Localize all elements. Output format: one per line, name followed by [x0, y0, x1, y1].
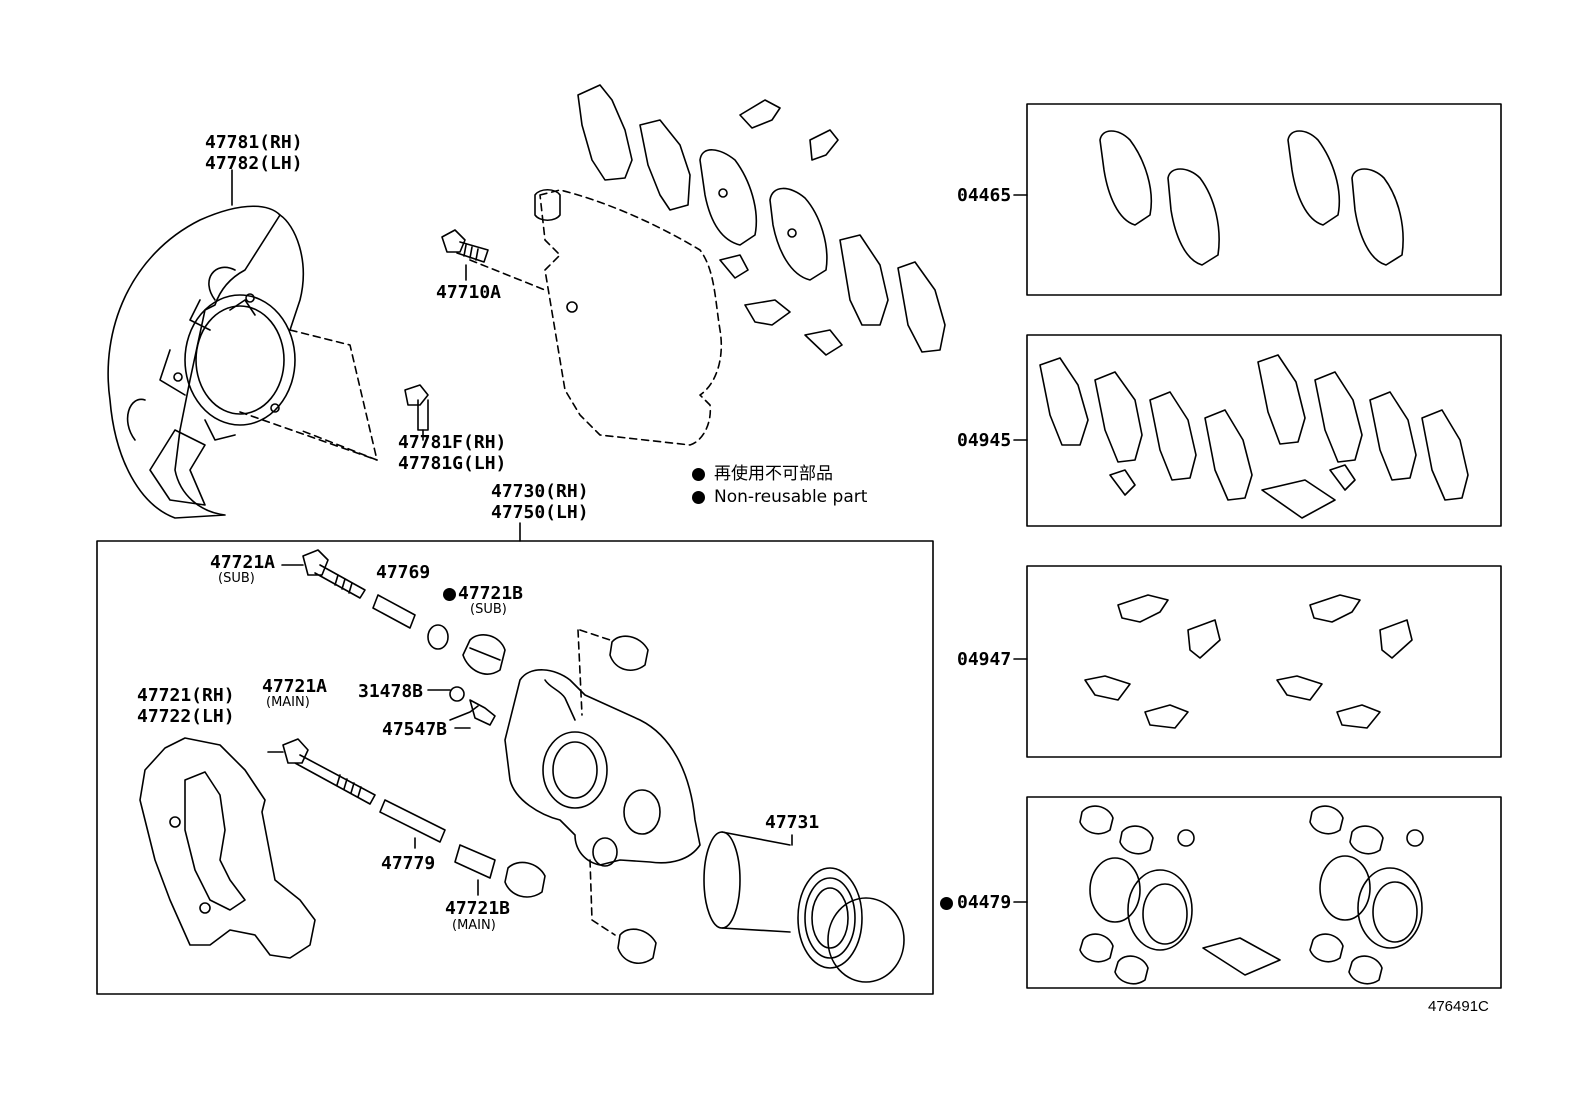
non-reusable-dot-icon	[692, 468, 705, 481]
label-shield-rh: 47781(RH)	[205, 132, 303, 153]
non-reusable-dot-icon	[443, 588, 456, 601]
label-mount-rh: 47721(RH)	[137, 685, 235, 706]
label-pin-47769: 47769	[376, 562, 431, 583]
caliper-assembly-box	[96, 540, 934, 995]
dust-shield-drawing	[107, 205, 304, 519]
legend-japanese: 再使用不可部品	[714, 464, 833, 484]
kit-04465-box	[1026, 103, 1502, 296]
kit-04945-shims	[1039, 354, 1469, 519]
label-kit-04945: 04945	[957, 430, 1012, 451]
diagram-reference-number: 476491C	[1428, 998, 1489, 1015]
label-boot-sub: 47721B	[458, 583, 524, 604]
kit-04479-box	[1026, 796, 1502, 989]
label-caliper-rh: 47730(RH)	[491, 481, 589, 502]
label-shield-lh: 47782(LH)	[205, 153, 303, 174]
label-pin-bolt-sub: 47721A	[210, 552, 276, 573]
label-pin-bolt-main: 47721A	[262, 676, 328, 697]
brake-pads-drawing	[577, 84, 946, 356]
label-pin-bolt-main-note: (MAIN)	[266, 695, 310, 710]
label-kit-04465: 04465	[957, 185, 1012, 206]
kit-04947-clips	[1084, 594, 1413, 729]
label-bolt-47710a: 47710A	[436, 282, 502, 303]
label-bolt-lh: 47781G(LH)	[398, 453, 507, 474]
piston-seal-drawing	[703, 831, 905, 983]
legend-english: Non-reusable part	[714, 487, 868, 507]
caliper-body-drawing	[504, 669, 701, 867]
torque-plate-outline	[469, 189, 723, 446]
label-mount-lh: 47722(LH)	[137, 706, 235, 727]
shield-bolt-drawing	[404, 384, 429, 431]
label-pin-bolt-sub-note: (SUB)	[218, 571, 255, 586]
mounting-bracket-drawing	[139, 737, 316, 959]
kit-04479-seals	[1079, 805, 1424, 985]
label-bolt-rh: 47781F(RH)	[398, 432, 507, 453]
label-piston-47731: 47731	[765, 812, 820, 833]
non-reusable-dot-icon	[692, 491, 705, 504]
label-caliper-lh: 47750(LH)	[491, 502, 589, 523]
kit-04465-pads	[1099, 130, 1404, 266]
label-cap-31478b: 31478B	[358, 681, 424, 702]
label-boot-main-note: (MAIN)	[452, 918, 496, 933]
bolt-47710a-drawing	[441, 229, 489, 263]
non-reusable-dot-icon	[940, 897, 953, 910]
kit-04945-box	[1026, 334, 1502, 527]
label-boot-main: 47721B	[445, 898, 511, 919]
label-pin-47779: 47779	[381, 853, 436, 874]
label-boot-sub-note: (SUB)	[470, 602, 507, 617]
label-kit-04947: 04947	[957, 649, 1012, 670]
label-bleeder-47547b: 47547B	[382, 719, 448, 740]
label-kit-04479: 04479	[957, 892, 1012, 913]
kit-04947-box	[1026, 565, 1502, 758]
